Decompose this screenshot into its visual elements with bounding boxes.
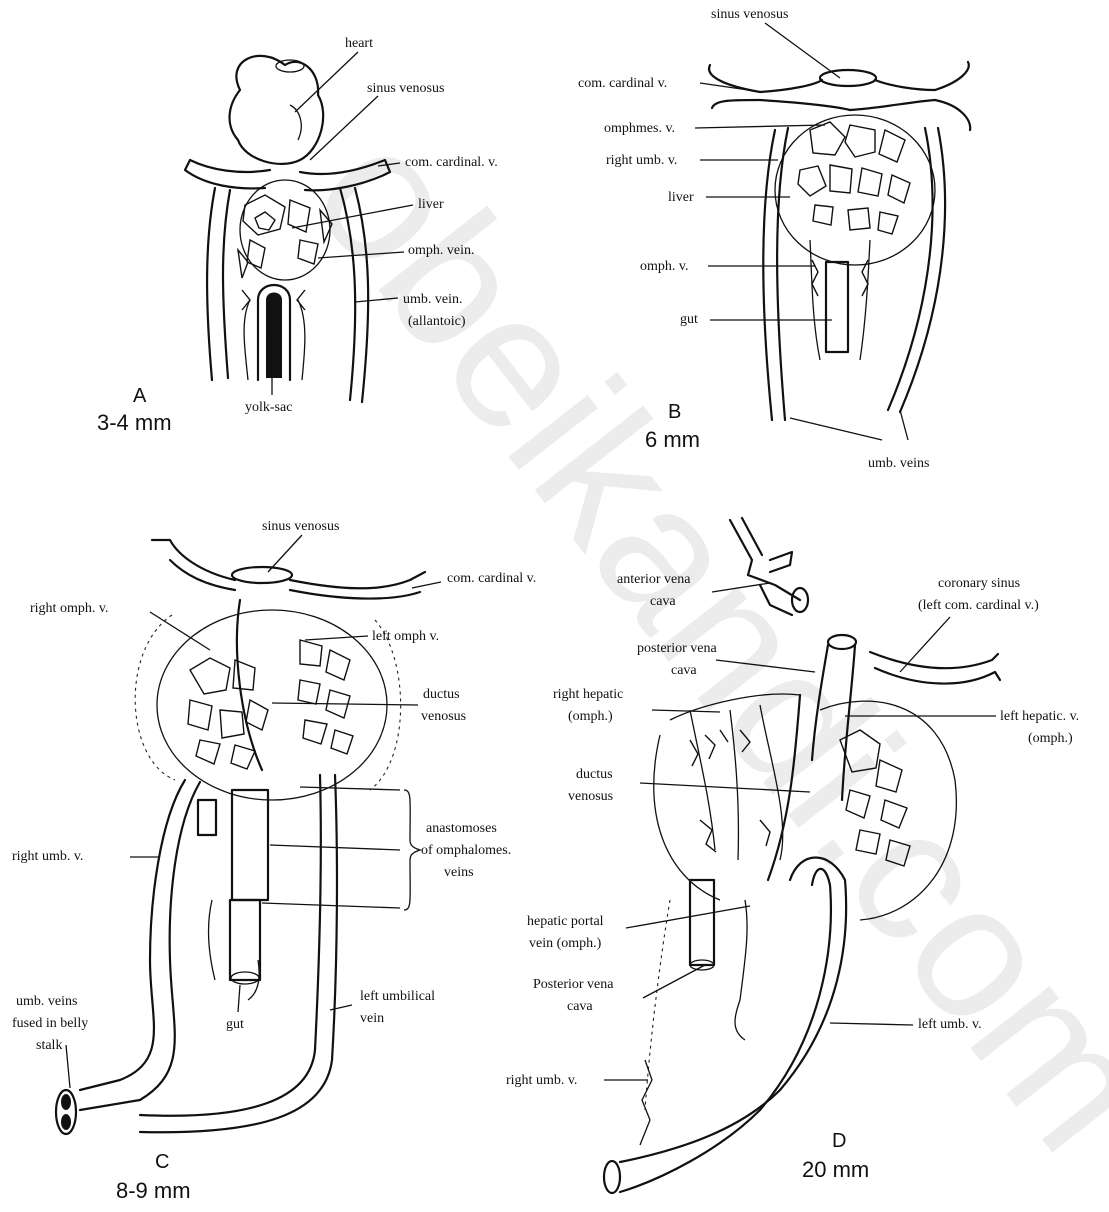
panel-a-letter: A — [133, 385, 147, 407]
label-liver: liver — [418, 197, 444, 212]
panel-b-letter: B — [668, 401, 681, 423]
label-c-fused-2: fused in belly — [12, 1016, 88, 1031]
label-c-left-omph: left omph v. — [372, 629, 439, 644]
label-d-hepatic-portal-vein: vein (omph.) — [529, 936, 602, 951]
label-b-omphmes: omphmes. v. — [604, 121, 675, 136]
label-com-cardinal: com. cardinal. v. — [405, 155, 498, 170]
label-d-right-hepatic: right hepatic — [553, 687, 623, 702]
label-d-right-umb: right umb. v. — [506, 1073, 577, 1088]
label-b-sinus-venosus: sinus venosus — [711, 7, 788, 22]
panel-d-letter: D — [832, 1130, 846, 1152]
label-c-com-cardinal: com. cardinal v. — [447, 571, 536, 586]
label-d-left-hepatic-omph: (omph.) — [1028, 731, 1073, 746]
label-d-posterior-vc-lower-cava: cava — [567, 999, 593, 1014]
label-c-right-omph: right omph. v. — [30, 601, 108, 616]
label-b-right-umb: right umb. v. — [606, 153, 677, 168]
label-d-left-umb: left umb. v. — [918, 1017, 982, 1032]
label-b-gut: gut — [680, 312, 698, 327]
label-c-left-umbilical-vein: vein — [360, 1011, 384, 1026]
label-c-omphalomes: of omphalomes. — [421, 843, 511, 858]
label-d-hepatic-portal: hepatic portal — [527, 914, 604, 929]
label-omph-vein: omph. vein. — [408, 243, 475, 258]
label-umb-vein-allantoic: (allantoic) — [408, 314, 466, 329]
label-d-posterior-vc-cava: cava — [671, 663, 697, 678]
label-b-omph-v: omph. v. — [640, 259, 688, 274]
panel-b-leaders — [695, 23, 908, 440]
panel-b-drawing — [709, 62, 970, 420]
label-b-umb-veins: umb. veins — [868, 456, 929, 471]
panel-c-leaders — [66, 535, 441, 1088]
label-c-fused-3: stalk — [36, 1038, 62, 1053]
label-d-left-hepatic: left hepatic. v. — [1000, 709, 1079, 724]
label-umb-vein: umb. vein. — [403, 292, 463, 307]
label-c-fused-1: umb. veins — [16, 994, 77, 1009]
label-c-veins: veins — [444, 865, 474, 880]
label-d-posterior-vc-lower: Posterior vena — [533, 977, 614, 992]
label-d-posterior-vc: posterior vena — [637, 641, 717, 656]
label-d-coronary-sinus: coronary sinus — [938, 576, 1020, 591]
label-b-liver: liver — [668, 190, 694, 205]
label-d-anterior-vc: anterior vena — [617, 572, 691, 587]
label-c-sinus-venosus: sinus venosus — [262, 519, 339, 534]
label-c-gut: gut — [226, 1017, 244, 1032]
panel-c-drawing — [56, 540, 425, 1134]
panel-c-letter: C — [155, 1151, 169, 1173]
label-c-ductus: ductus — [423, 687, 460, 702]
panel-a-size: 3-4 mm — [97, 410, 172, 435]
label-d-right-hepatic-omph: (omph.) — [568, 709, 613, 724]
panel-d-size: 20 mm — [802, 1157, 869, 1182]
label-sinus-venosus: sinus venosus — [367, 81, 444, 96]
label-d-venosus: venosus — [568, 789, 613, 804]
label-b-com-cardinal: com. cardinal v. — [578, 76, 667, 91]
label-heart: heart — [345, 36, 373, 51]
panel-c-size: 8-9 mm — [116, 1178, 191, 1203]
label-c-anastomoses: anastomoses — [426, 821, 497, 836]
label-d-ductus: ductus — [576, 767, 613, 782]
label-c-left-umbilical: left umbilical — [360, 989, 435, 1004]
panel-b-size: 6 mm — [645, 427, 700, 452]
label-d-coronary-sinus-sub: (left com. cardinal v.) — [918, 598, 1039, 613]
label-c-right-umb: right umb. v. — [12, 849, 83, 864]
label-c-venosus: venosus — [421, 709, 466, 724]
label-yolk-sac: yolk-sac — [245, 400, 292, 415]
label-d-anterior-vc-cava: cava — [650, 594, 676, 609]
